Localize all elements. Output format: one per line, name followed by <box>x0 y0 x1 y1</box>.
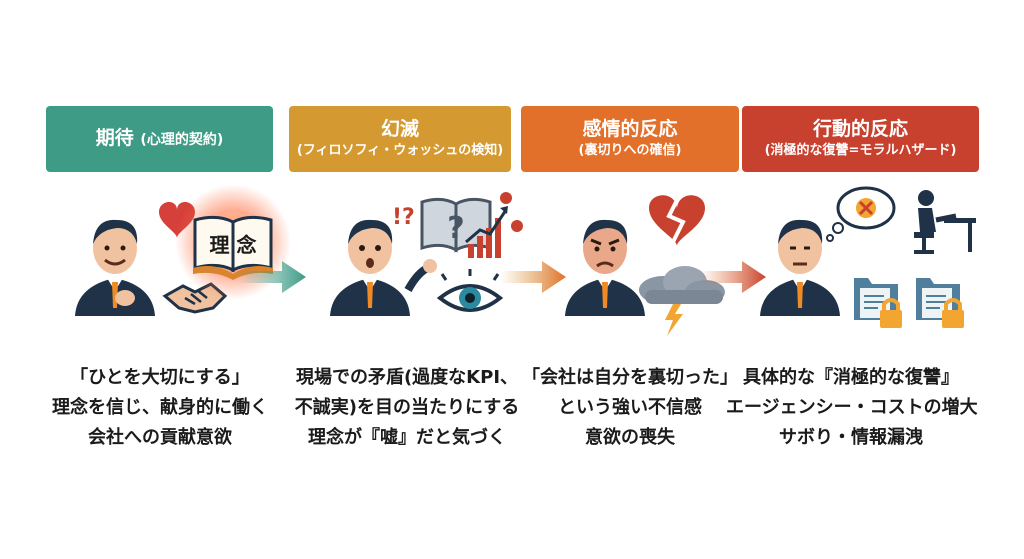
stage-header-expectation: 期待 (心理的契約) <box>46 106 273 172</box>
thought-bubble-icon <box>826 186 896 242</box>
arrow-right-icon <box>700 261 766 293</box>
book-icon: 理 念 <box>193 215 273 280</box>
arrow-right-icon <box>238 261 306 293</box>
locked-folder-icon <box>916 278 964 328</box>
stage-subtitle: (裏切りへの確信) <box>578 143 682 158</box>
svg-text:?: ? <box>447 211 464 246</box>
broken-heart-icon <box>649 195 705 246</box>
illustration-behavioral <box>760 186 976 328</box>
stage-title: 行動的反応 <box>812 118 908 140</box>
eye-icon <box>436 269 504 312</box>
arrow-right-icon <box>500 261 566 293</box>
dejected-person-icon <box>760 219 840 316</box>
question-book-icon: ? <box>420 197 492 253</box>
stage-header-emotional: 感情的反応 (裏切りへの確信) <box>521 106 739 172</box>
desk-worker-icon <box>914 190 976 254</box>
locked-folder-icon <box>854 278 902 328</box>
happy-person-icon <box>75 219 155 316</box>
storm-cloud-icon <box>639 266 725 336</box>
illustration-disillusion: !? ? <box>330 192 523 316</box>
stage-title: 期待 (心理的契約) <box>95 127 224 149</box>
illustration-emotional <box>565 195 725 336</box>
stage-subtitle: (フィロソフィ・ウォッシュの検知) <box>296 143 504 158</box>
stage-title: 幻滅 <box>380 118 419 140</box>
question-icon: !? <box>392 205 415 230</box>
stage-caption-expectation: 「ひとを大切にする」 理念を信じ、献身的に働く 会社への貢献意欲 <box>52 367 268 448</box>
angry-person-icon <box>565 219 645 316</box>
stage-caption-disillusion: 現場での矛盾(過度なKPI、 不誠実)を目の当たりにする 理念が『嘘』だと気づく <box>294 367 520 448</box>
rising-chart-icon <box>465 192 523 258</box>
stage-header-behavioral: 行動的反応 (消極的な復讐=モラルハザード) <box>742 106 979 172</box>
book-label: 理 念 <box>210 233 257 257</box>
stage-caption-emotional: 「会社は自分を裏切った」 という強い不信感 意欲の喪失 <box>522 367 738 448</box>
stage-header-disillusion: 幻滅 (フィロソフィ・ウォッシュの検知) <box>289 106 511 172</box>
stage-subtitle: (消極的な復讐=モラルハザード) <box>764 143 957 158</box>
surprised-person-icon <box>330 219 437 316</box>
stage-caption-behavioral: 具体的な『消極的な復讐』 エージェンシー・コストの増大 サボり・情報漏洩 <box>726 367 978 448</box>
stage-title: 感情的反応 <box>582 118 678 140</box>
